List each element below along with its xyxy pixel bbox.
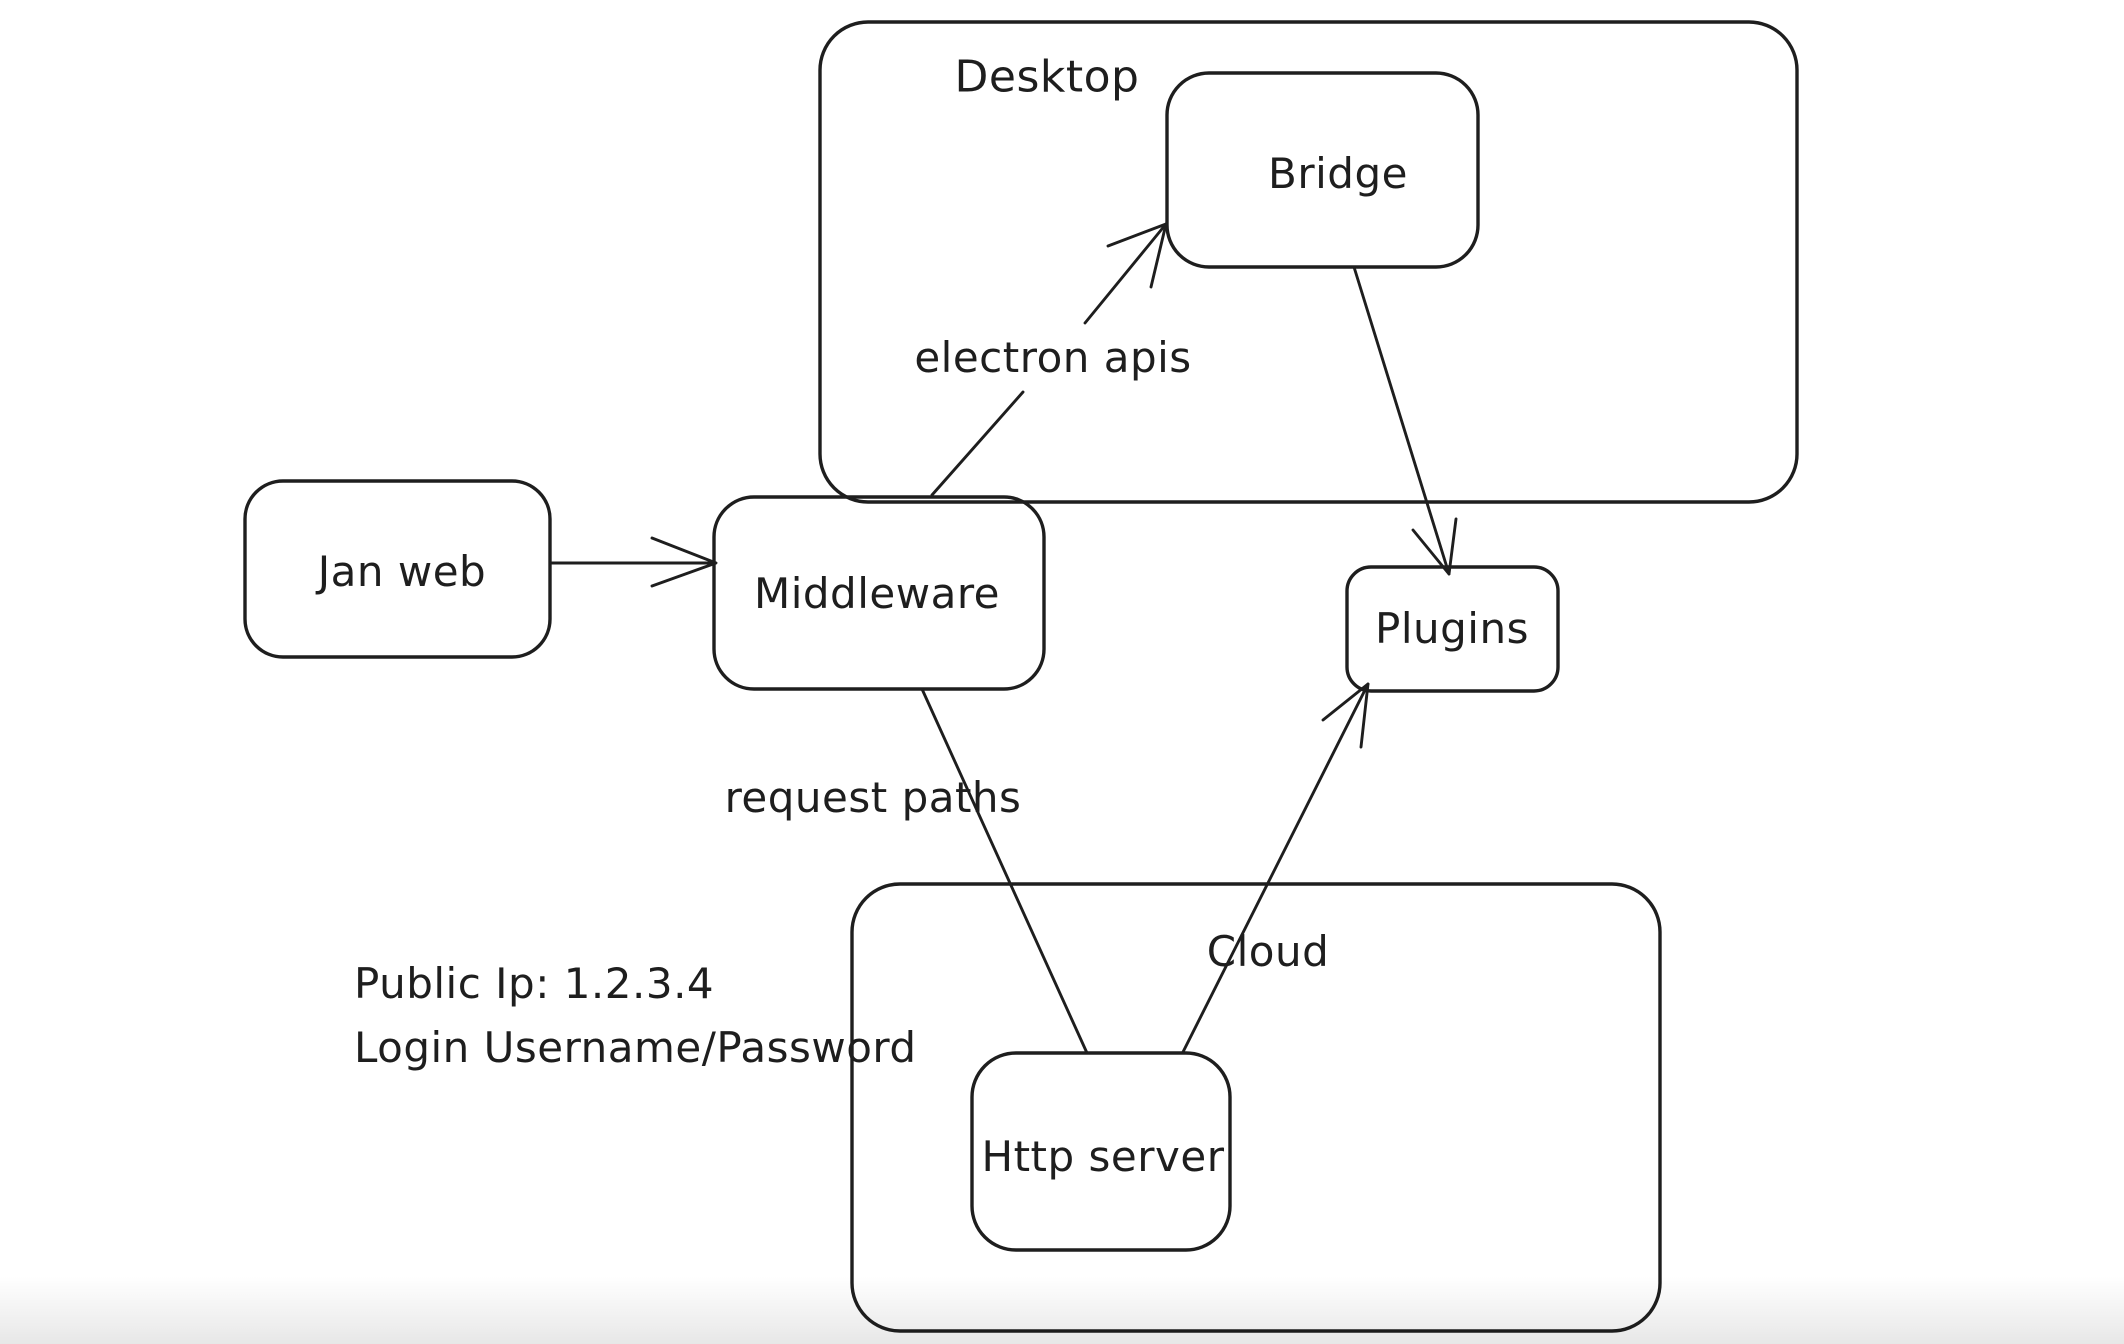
http-server-node-box[interactable]	[970, 1051, 1232, 1252]
middleware-node-label[interactable]: Middleware	[753, 568, 1001, 618]
arrow-bridge-to-plugins[interactable]	[1352, 265, 1458, 576]
jan-web-node-box[interactable]	[243, 479, 552, 659]
plugins-node-label[interactable]: Plugins	[1375, 603, 1529, 653]
desktop-group-label[interactable]: Desktop	[954, 51, 1140, 103]
login-text: Login Username/Password	[354, 1023, 917, 1072]
bridge-node-label[interactable]: Bridge	[1268, 148, 1408, 198]
line-middleware-to-http-server[interactable]	[920, 687, 1089, 1055]
desktop-group-box[interactable]	[818, 20, 1799, 504]
arrow-middleware-to-bridge[interactable]	[930, 222, 1168, 497]
electron-apis-edge-label[interactable]: electron apis	[914, 332, 1192, 382]
public-ip-text: Public Ip: 1.2.3.4	[354, 959, 715, 1008]
middleware-node-box[interactable]	[712, 495, 1046, 691]
arrow-jan-web-to-middleware[interactable]	[550, 536, 718, 588]
cloud-group-label[interactable]: Cloud	[1206, 926, 1330, 976]
cloud-group-box[interactable]	[850, 882, 1662, 1333]
plugins-node-box[interactable]	[1345, 565, 1560, 693]
request-paths-edge-label[interactable]: request paths	[724, 772, 1022, 822]
jan-web-node-label[interactable]: Jan web	[317, 546, 487, 596]
bridge-node-box[interactable]	[1165, 71, 1480, 269]
credentials-note[interactable]: Public Ip: 1.2.3.4 Login Username/Passwo…	[354, 952, 917, 1080]
http-server-node-label[interactable]: Http server	[981, 1131, 1225, 1181]
arrow-http-server-to-plugins[interactable]	[1181, 682, 1370, 1054]
